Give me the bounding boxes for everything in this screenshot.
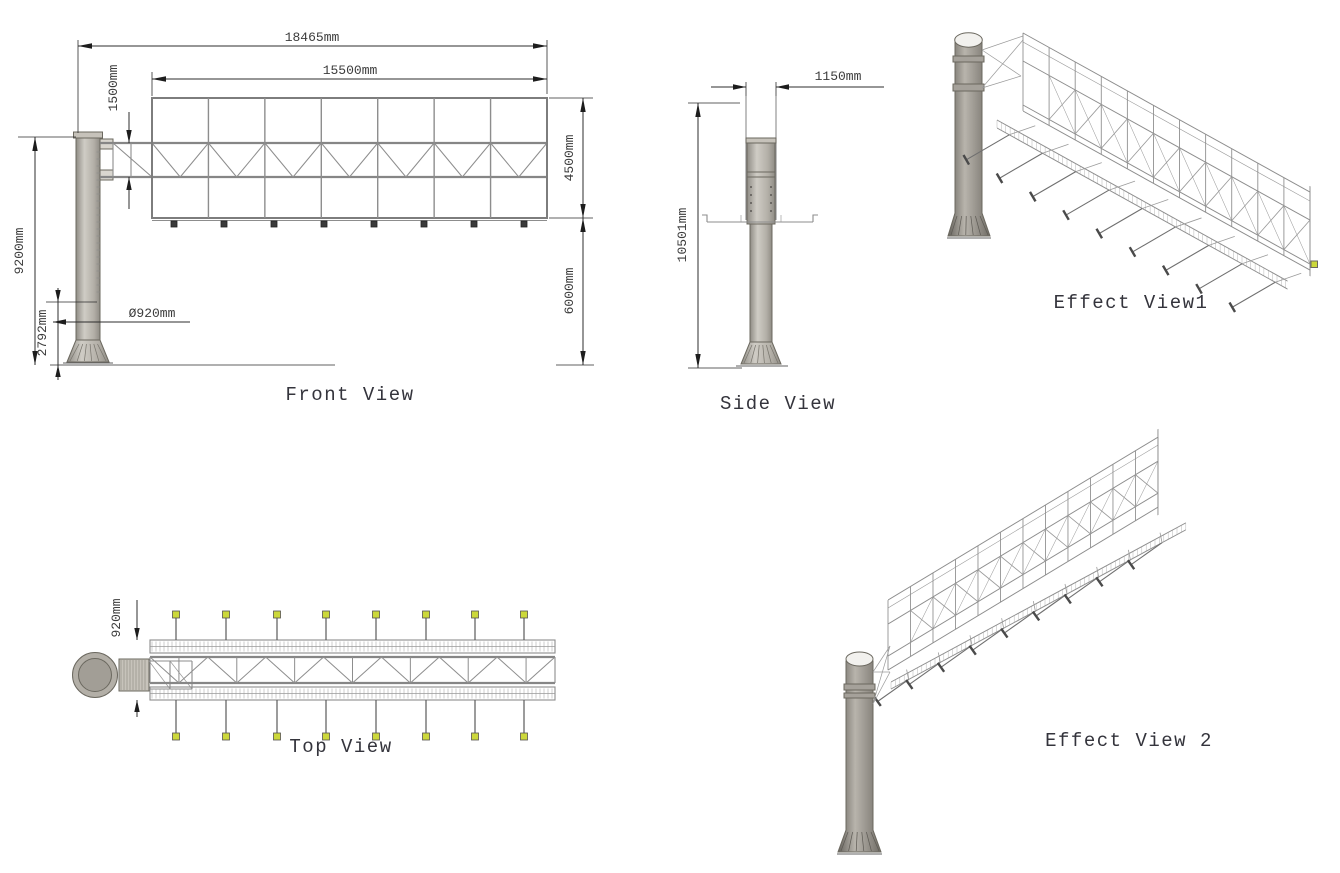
- walkway-grating: [996, 119, 1286, 289]
- ev2-lamp-brackets: [873, 532, 1163, 707]
- pole-base-ribs: [743, 344, 779, 364]
- dim-pole-height: 9200mm: [12, 136, 76, 365]
- ev2-walkway: [890, 522, 1186, 690]
- dim-text-panel-offset: 1150mm: [815, 69, 862, 84]
- dim-overall-width: 18465mm: [77, 30, 548, 133]
- walkway-grating: [151, 641, 553, 699]
- dim-total-height: 10501mm: [675, 102, 742, 369]
- dim-text-ground-clearance: 6000mm: [562, 267, 577, 314]
- ev2-truss-xbraces: [910, 461, 1159, 643]
- front-view-label: Front View: [285, 384, 414, 406]
- effect-view-2-label: Effect View 2: [1045, 730, 1213, 752]
- top-view-label: Top View: [289, 736, 392, 758]
- pole-bolts: [750, 186, 772, 212]
- effect-view-1-label: Effect View1: [1054, 292, 1209, 314]
- ev1-lamp-brackets: [962, 125, 1302, 313]
- ev1-panel-frame: [1022, 32, 1311, 277]
- pole-base-ribs: [69, 343, 107, 362]
- front-view: 18465mm 15500mm 1500mm 4500mm 6000mm: [12, 30, 594, 406]
- dim-lower-section: 2792mm: [35, 288, 97, 380]
- top-view: 920mm Top View: [72, 598, 556, 758]
- panel-dividers: [207, 98, 492, 218]
- ev2-posts: [887, 436, 1159, 671]
- ev1-pole: [947, 32, 991, 239]
- ev1-posts: [1022, 32, 1311, 271]
- clamp-hatch: [120, 660, 146, 690]
- dim-text-panel-height: 4500mm: [562, 134, 577, 181]
- dim-text-beam-width: 920mm: [109, 598, 124, 637]
- dim-pole-diameter: Ø920mm: [53, 306, 190, 325]
- side-view-label: Side View: [720, 393, 836, 415]
- clamp-block: [118, 658, 150, 692]
- pole-base-ribs: [950, 215, 989, 236]
- dim-text-truss-depth: 1500mm: [106, 64, 121, 111]
- beam-flange-lower: [99, 169, 114, 181]
- pole-ladder-ticks: [96, 151, 100, 293]
- top-pole-circle: [72, 652, 150, 698]
- top-lamp-brackets: [172, 610, 528, 741]
- dim-text-total-height: 10501mm: [675, 207, 690, 262]
- dim-text-panel-width: 15500mm: [323, 63, 378, 78]
- truss-diagonals: [149, 656, 556, 684]
- ev1-truss-xbraces: [1048, 75, 1311, 265]
- top-walkways: [149, 639, 556, 701]
- ev2-pole-bracket: [872, 645, 891, 705]
- side-view: 1150mm 10501mm Side View: [675, 69, 884, 415]
- effect-view-1: Effect View1: [947, 32, 1318, 314]
- top-connector: [148, 660, 193, 690]
- dim-text-pole-diameter: Ø920mm: [129, 306, 176, 321]
- dim-text-lower-section: 2792mm: [35, 309, 50, 356]
- dim-text-pole-height: 9200mm: [12, 227, 27, 274]
- dim-panel-offset: 1150mm: [711, 69, 884, 96]
- pole-base-ribs: [840, 831, 880, 852]
- lamp-fixtures: [170, 220, 528, 228]
- effect-view-2: Effect View 2: [837, 428, 1213, 855]
- dim-panel-width: 15500mm: [151, 63, 547, 96]
- dim-text-overall-width: 18465mm: [285, 30, 340, 45]
- sign-panel: [151, 97, 548, 228]
- dim-ground-clearance: 6000mm: [556, 218, 594, 366]
- ev2-pole: [837, 651, 882, 855]
- top-truss: [149, 655, 556, 685]
- dim-panel-height: 4500mm: [549, 97, 593, 219]
- front-pole: [63, 131, 114, 364]
- side-pole: [736, 137, 788, 367]
- dim-beam-width: 920mm: [109, 598, 140, 717]
- ev1-pole-bracket: [981, 35, 1024, 89]
- ev2-panel-frame: [887, 428, 1159, 671]
- lamp-marker: [1310, 260, 1318, 268]
- truss-diagonals: [151, 142, 548, 178]
- walkway-grating: [890, 522, 1186, 690]
- dim-truss-depth: 1500mm: [106, 64, 132, 209]
- truss-beam: [100, 141, 548, 179]
- lamp-bracket-arms: [702, 214, 818, 223]
